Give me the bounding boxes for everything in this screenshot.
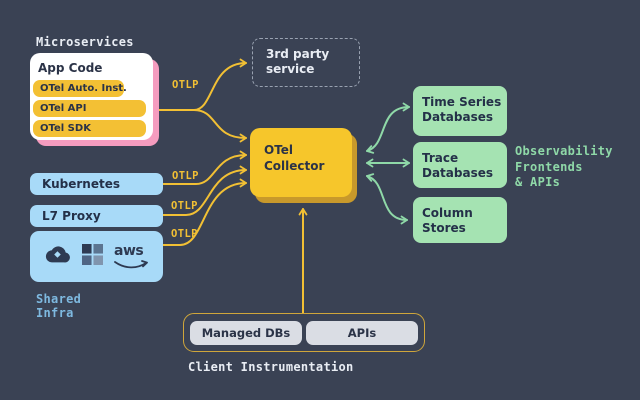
gcp-cloud-icon [41,243,73,270]
third-party-service-label: 3rd party service [266,47,330,76]
otlp-label-kubernetes: OTLP [172,170,199,182]
client-instrumentation-label: Client Instrumentation [188,360,354,374]
l7-proxy-label: L7 Proxy [42,209,101,223]
observability-frontends-label: Observability Frontends & APIs [515,144,613,191]
shared-infra-line2: Infra [36,306,74,320]
apis-chip: APIs [306,320,418,345]
cloud-providers-box: aws [30,231,163,282]
column-stores-label: Column Stores [422,206,473,235]
l7-proxy-box: L7 Proxy [30,205,163,227]
otel-auto-inst-chip: OTel Auto. Inst. [33,80,127,97]
third-party-service-box: 3rd party service [252,38,360,87]
kubernetes-label: Kubernetes [42,177,120,191]
otlp-label-sharedinfra: OTLP [171,228,198,240]
time-series-databases-box: Time Series Databases [413,86,507,136]
aws-icon: aws [112,243,152,270]
managed-dbs-chip: Managed DBs [190,320,302,345]
otlp-label-l7proxy: OTLP [171,200,198,212]
otel-sdk-chip: OTel SDK [33,120,146,137]
app-code-label: App Code [38,61,103,75]
column-stores-box: Column Stores [413,197,507,243]
microservices-title: Microservices [36,35,134,49]
shared-infra-label: Shared Infra [36,292,81,320]
kubernetes-box: Kubernetes [30,173,163,195]
shared-infra-line1: Shared [36,292,82,306]
client-instrumentation-frame: Managed DBs APIs [183,313,425,352]
observability-line3: & APIs [515,175,561,189]
trace-databases-label: Trace Databases [422,151,494,180]
trace-databases-box: Trace Databases [413,142,507,188]
time-series-databases-label: Time Series Databases [422,95,502,124]
otlp-label-microservices: OTLP [172,79,199,91]
otel-collector-box: OTel Collector [250,128,352,197]
otel-collector-label: OTel Collector [264,143,325,173]
microsoft-icon [82,244,103,269]
observability-line1: Observability [515,144,613,158]
otel-api-chip: OTel API [33,100,146,117]
observability-line2: Frontends [515,159,583,174]
microservices-box: App Code OTel Auto. Inst. OTel API OTel … [30,53,153,140]
